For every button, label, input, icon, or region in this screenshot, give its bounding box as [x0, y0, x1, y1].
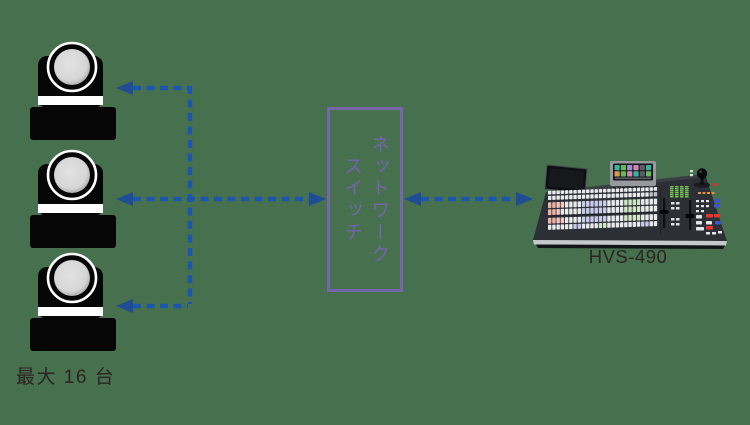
utility-buttons: [671, 170, 693, 226]
ptz-camera-3: [30, 251, 116, 351]
hvs-490-console-illustration: [533, 161, 727, 249]
camera-lens: [54, 49, 90, 85]
camera-neck-band: [38, 307, 103, 316]
network-switch-label-line1: ネットワーク: [368, 133, 389, 266]
camera-lens: [54, 157, 90, 193]
camera-lens: [54, 260, 90, 296]
ptz-camera-icon: [30, 252, 116, 351]
camera-base: [30, 318, 116, 351]
camera-neck-band: [38, 96, 103, 105]
arrowhead-to-camera1: [116, 81, 133, 95]
ptz-camera-icon: [30, 41, 116, 140]
network-switch-box: ネットワーク スイッチ: [327, 107, 403, 292]
console-front-edge: [533, 240, 727, 246]
flip-monitor-screen: [548, 168, 584, 190]
ptz-camera-1: [30, 40, 116, 140]
touchscreen-menu-bar: [615, 177, 651, 180]
red-buttons: [706, 214, 720, 230]
joystick: [694, 168, 710, 188]
touchscreen-tiles: [614, 165, 652, 177]
arrowhead-to-switch-left: [309, 192, 326, 206]
right-button-cluster: [696, 199, 722, 235]
hvs-490-console: [530, 158, 730, 250]
joystick-red-button: [713, 183, 717, 186]
camera-base: [30, 107, 116, 140]
ptz-camera-icon: [30, 149, 116, 248]
amber-leds: [698, 192, 715, 194]
network-switch-label-line2: スイッチ: [341, 155, 362, 244]
console-model-label: HVS-490: [588, 246, 668, 267]
arrowhead-to-camera2: [116, 192, 133, 206]
transition-faders: [659, 198, 695, 230]
led-meters: [670, 186, 689, 198]
camera-neck-band: [38, 204, 103, 213]
blue-buttons: [714, 199, 721, 225]
ptz-camera-2: [30, 148, 116, 248]
arrowhead-to-switch-right: [404, 192, 421, 206]
console-base: [536, 244, 725, 249]
camera-base: [30, 215, 116, 248]
bus-key-grid: [548, 187, 658, 230]
arrowhead-to-camera3: [116, 299, 133, 313]
cameras-count-label: 最大 16 台: [16, 367, 116, 388]
network-switch-label: ネットワーク スイッチ: [338, 134, 392, 266]
